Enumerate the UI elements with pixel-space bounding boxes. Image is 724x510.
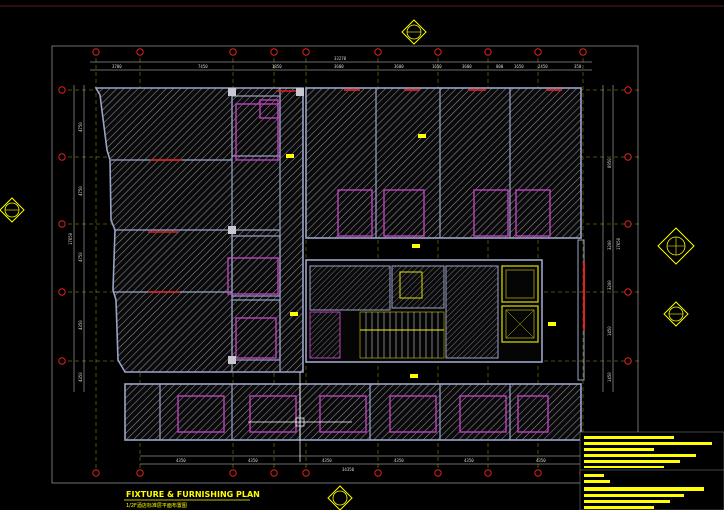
grid-bubble (136, 469, 144, 477)
grid-bubble (374, 48, 382, 56)
grid-bubble (270, 469, 278, 477)
bottom-dimension-label: 4350 (248, 458, 258, 463)
stair (359, 311, 445, 359)
grid-bubble (58, 153, 66, 161)
left-overall-dimension: 17650 (68, 232, 73, 245)
grid-bubble (229, 48, 237, 56)
core-room-right (445, 265, 499, 359)
elevator-cars (501, 265, 539, 343)
core-room-mid (391, 265, 445, 309)
room-number-tags (286, 134, 556, 378)
left-wing-bathrooms (227, 99, 279, 359)
top-dimension-label: 1650 (432, 64, 442, 69)
top-dimension-label: 1650 (514, 64, 524, 69)
grid-bubble (534, 48, 542, 56)
bottom-room-row (124, 383, 582, 441)
section-marker-right-lower (663, 301, 689, 327)
grid-bubble (92, 469, 100, 477)
grid-bubble (534, 469, 542, 477)
right-dimension-chain (602, 85, 614, 392)
title-block (579, 431, 724, 510)
grid-bubble (624, 220, 632, 228)
core-small-room (309, 311, 341, 359)
top-overall-dimension: 33270 (334, 56, 347, 61)
grid-bubble (92, 48, 100, 56)
top-dimension-label: 3600 (334, 64, 344, 69)
grid-bubbles (58, 48, 632, 477)
top-dimension-label: 1850 (272, 64, 282, 69)
grid-bubble (484, 48, 492, 56)
left-dimension-label: 4750 (78, 186, 83, 196)
grid-bubble (58, 220, 66, 228)
right-dimension-label: 3200 (607, 240, 612, 250)
right-dimension-label: 3200 (607, 280, 612, 290)
left-dimension-label: 4750 (78, 252, 83, 262)
grid-bubble (229, 469, 237, 477)
grid-bubble (58, 357, 66, 365)
top-dimension-label: 3600 (462, 64, 472, 69)
left-wing-columns (228, 88, 304, 364)
crosshair-cursor (248, 372, 352, 462)
grid-bubble (624, 357, 632, 365)
service-shaft (399, 271, 423, 299)
top-dimension-label: 7450 (198, 64, 208, 69)
section-marker-left (0, 197, 25, 223)
grid-bubble (302, 469, 310, 477)
section-marker-right-upper (657, 227, 695, 265)
grid-bubble (302, 48, 310, 56)
top-dimension-label: 3600 (394, 64, 404, 69)
drawing-subtitle: 1/2F酒店标准层平面布置图 (126, 502, 187, 509)
section-marker-bottom (327, 485, 353, 510)
top-dimension-label: 350 (574, 64, 582, 69)
bottom-dimension-label: 4350 (322, 458, 332, 463)
right-dimension-label: 1450 (607, 326, 612, 336)
grid-bubble (58, 288, 66, 296)
right-dimension-label: 8950 (607, 158, 612, 168)
upper-room-block (305, 87, 582, 239)
core-room-left (309, 265, 391, 311)
grid-bubble (624, 288, 632, 296)
bottom-room-bathrooms (177, 395, 549, 433)
drawing-frame (51, 45, 639, 484)
upper-room-partitions (375, 88, 511, 238)
bottom-dimension-label: 4350 (536, 458, 546, 463)
grid-bubble (624, 153, 632, 161)
grid-bubble (579, 48, 587, 56)
grid-bubble (484, 469, 492, 477)
bottom-dimension-chain (140, 455, 583, 465)
drawing-title: FIXTURE & FURNISHING PLAN (126, 490, 260, 499)
grid-bubble (374, 469, 382, 477)
top-dimension-label: 3700 (112, 64, 122, 69)
left-dimension-label: 4750 (78, 122, 83, 132)
grid-bubble (136, 48, 144, 56)
top-dimension-label: 800 (496, 64, 504, 69)
grid-bubble (434, 48, 442, 56)
grid-bubble (270, 48, 278, 56)
section-marker-top (401, 19, 427, 45)
grid-bubble (58, 86, 66, 94)
top-dimension-label: 2450 (538, 64, 548, 69)
left-dimension-label: 4350 (78, 372, 83, 382)
left-dimension-chain (73, 85, 85, 392)
bottom-overall-dimension: 34350 (342, 467, 355, 472)
left-dimension-label: 4350 (78, 320, 83, 330)
grid-bubble (434, 469, 442, 477)
right-overall-dimension: 17650 (616, 237, 621, 250)
upper-room-bathrooms (337, 189, 551, 237)
top-dimension-chain (90, 61, 592, 71)
grid-bubble (624, 86, 632, 94)
bottom-dimension-label: 4350 (394, 458, 404, 463)
bottom-dimension-label: 4350 (176, 458, 186, 463)
right-dimension-label: 1450 (607, 372, 612, 382)
bottom-dimension-label: 4350 (464, 458, 474, 463)
